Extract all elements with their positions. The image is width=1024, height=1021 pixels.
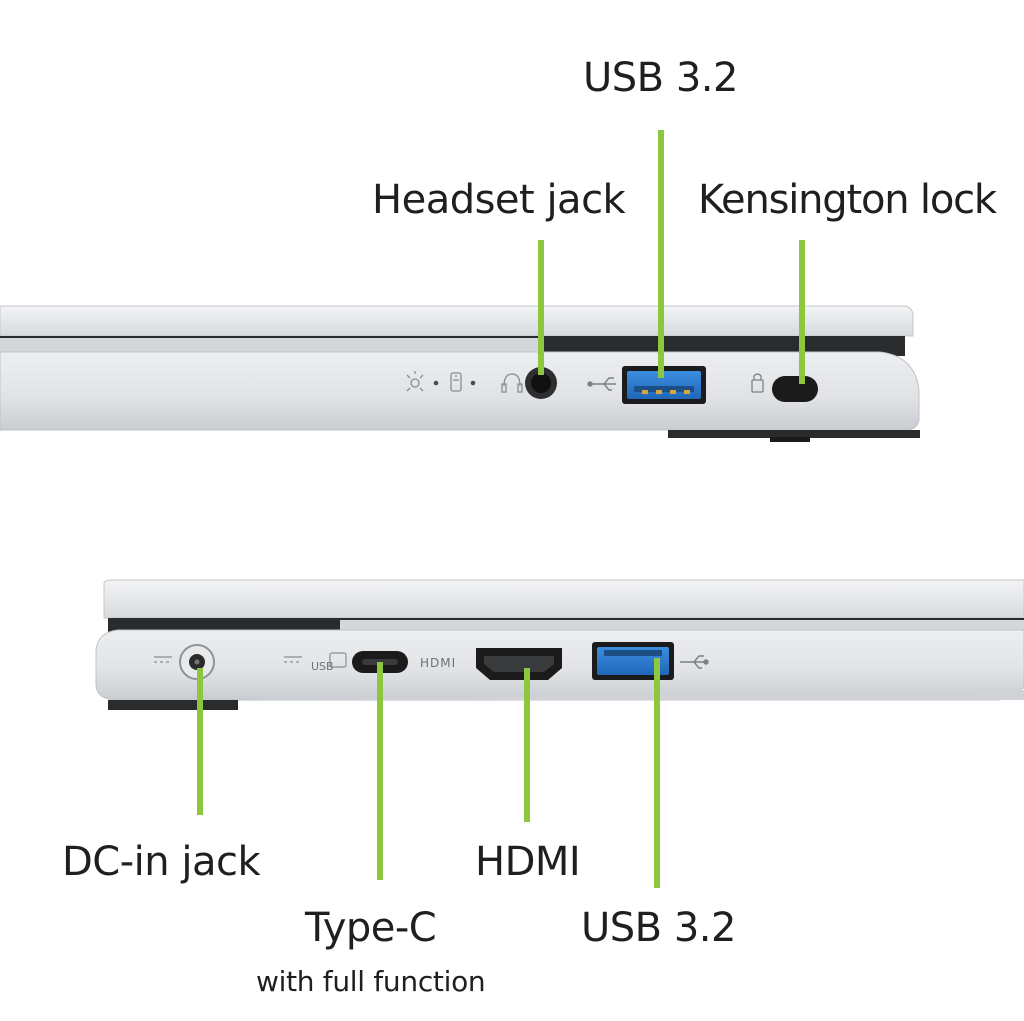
label-usb-top: USB 3.2 <box>583 55 738 101</box>
hdmi-logo: HDMI <box>420 656 456 670</box>
label-usb-bottom: USB 3.2 <box>581 905 736 951</box>
label-headset-jack: Headset jack <box>372 177 626 223</box>
laptop-left-side <box>95 579 1024 710</box>
kensington-lock-slot <box>772 376 818 402</box>
label-type-c: Type-C <box>305 905 437 951</box>
dc-in-jack-port <box>179 644 215 680</box>
label-kensington-lock: Kensington lock <box>698 177 997 223</box>
dc-symbol <box>154 656 172 663</box>
headset-jack-port <box>525 367 557 399</box>
callout-lines <box>197 130 805 888</box>
laptop-right-side <box>0 305 920 442</box>
usb-port-bottom <box>592 642 674 680</box>
label-hdmi: HDMI <box>475 839 581 885</box>
usb-symbol-top <box>587 377 616 391</box>
usb-symbol-bottom <box>680 655 709 669</box>
led-indicator-icons <box>406 371 523 393</box>
usb-c-logo: USB <box>311 652 347 673</box>
label-type-c-note: with full function <box>256 965 486 998</box>
hdmi-logo-text: HDMI <box>420 656 456 670</box>
label-dc-in-jack: DC-in jack <box>62 839 261 885</box>
usb-port-top <box>622 366 706 404</box>
usb-c-logo-text: USB <box>311 660 334 673</box>
lock-symbol <box>751 373 764 393</box>
hdmi-port <box>476 648 562 680</box>
dc-symbol-2 <box>284 656 302 663</box>
